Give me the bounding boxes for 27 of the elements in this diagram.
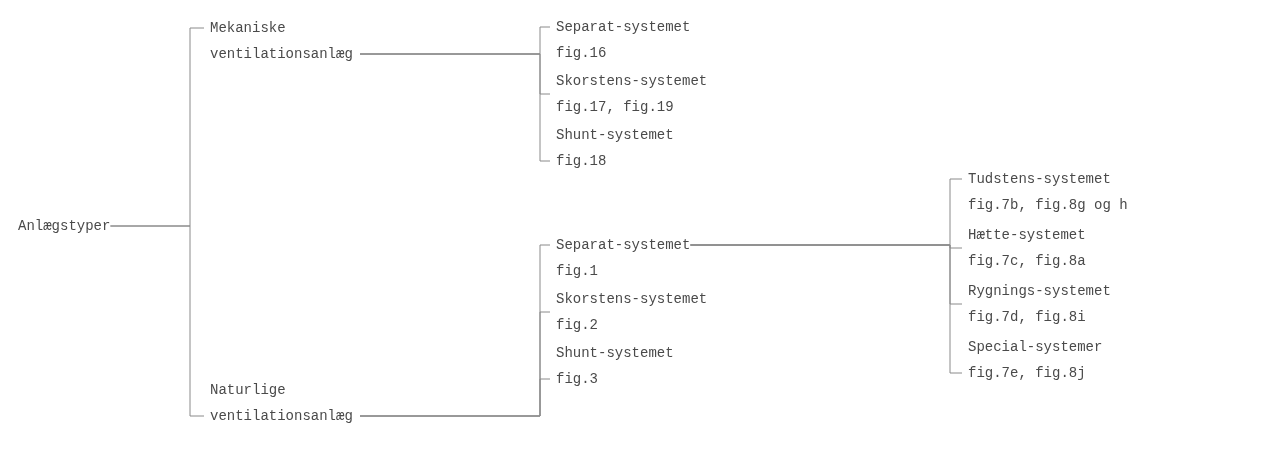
- figure-reference: fig.2: [556, 316, 598, 335]
- figure-reference: fig.7d, fig.8i: [968, 308, 1086, 327]
- system-name: Separat-systemet: [556, 18, 691, 37]
- category-label: Anlægstyper: [12, 213, 111, 239]
- figure-reference: fig.1: [556, 262, 598, 281]
- figure-reference: fig.7b, fig.8g og h: [968, 196, 1128, 215]
- system-name: Separat-systemet: [556, 236, 691, 255]
- category-label: Naturlige ventilationsanlæg: [204, 377, 360, 429]
- figure-reference: fig.7e, fig.8j: [968, 364, 1086, 383]
- system-name: Tudstens-systemet: [968, 170, 1111, 189]
- figure-reference: fig.17, fig.19: [556, 98, 674, 117]
- system-name: Shunt-systemet: [556, 344, 674, 363]
- system-name: Skorstens-systemet: [556, 290, 708, 309]
- figure-reference: fig.3: [556, 370, 598, 389]
- figure-reference: fig.18: [556, 152, 607, 171]
- figure-reference: fig.7c, fig.8a: [968, 252, 1086, 271]
- connector-line: [109, 225, 205, 417]
- figure-reference: fig.16: [556, 44, 607, 63]
- system-name: Shunt-systemet: [556, 126, 674, 145]
- connector-line: [689, 244, 963, 374]
- connector-line: [359, 53, 551, 162]
- system-name: Rygnings-systemet: [968, 282, 1111, 301]
- system-name: Skorstens-systemet: [556, 72, 708, 91]
- system-name: Special-systemer: [968, 338, 1103, 357]
- system-name: Hætte-systemet: [968, 226, 1086, 245]
- category-label: Mekaniske ventilationsanlæg: [204, 15, 360, 67]
- connector-line: [359, 378, 551, 417]
